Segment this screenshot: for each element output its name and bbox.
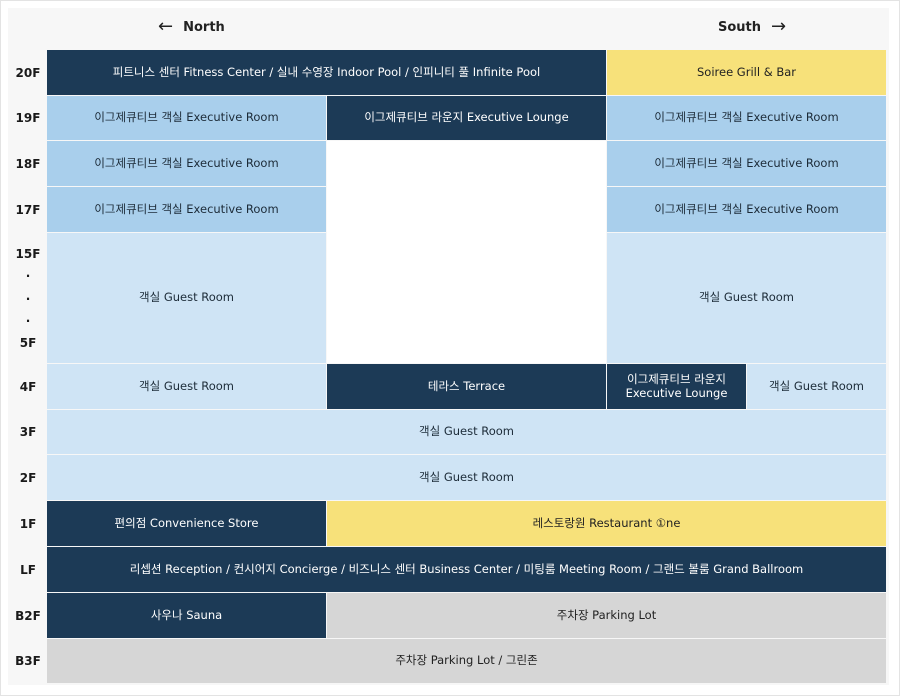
executive-lounge-label-en: Executive Lounge — [625, 385, 728, 400]
direction-north-label: North — [183, 19, 225, 35]
room-guest-3f[interactable]: 객실 Guest Room — [47, 410, 886, 454]
floor-label-3f: 3F — [19, 425, 37, 439]
direction-north: ← North — [158, 10, 225, 44]
floor-label-15f-5f: 15F · · · 5F — [8, 233, 48, 364]
room-executive-18f-north[interactable]: 이그제큐티브 객실 Executive Room — [47, 141, 326, 186]
room-guest-15-5f-north[interactable]: 객실 Guest Room — [47, 233, 326, 363]
floor-dot: · — [25, 313, 31, 328]
direction-south-label: South — [718, 19, 762, 35]
floor-label-lf: LF — [20, 562, 36, 577]
atrium-void — [327, 141, 606, 363]
floor-label-15f: 15F — [15, 247, 41, 261]
room-parking-b3f[interactable]: 주차장 Parking Lot / 그린존 — [47, 639, 886, 683]
room-guest-15-5f-south[interactable]: 객실 Guest Room — [607, 233, 886, 363]
room-lobby-facilities[interactable]: 리셉션 Reception / 컨시어지 Concierge / 비즈니스 센터… — [47, 547, 886, 592]
room-guest-4f-north[interactable]: 객실 Guest Room — [47, 364, 326, 409]
room-convenience-store[interactable]: 편의점 Convenience Store — [47, 501, 326, 546]
room-executive-19f-south[interactable]: 이그제큐티브 객실 Executive Room — [607, 96, 886, 140]
arrow-right-icon: → — [771, 16, 787, 37]
floor-label-2f: 2F — [19, 470, 37, 485]
floor-label-1f: 1F — [19, 516, 37, 531]
floor-label-19f: 19F — [15, 111, 41, 125]
floor-label-17f: 17F — [15, 202, 41, 217]
room-sauna[interactable]: 사우나 Sauna — [47, 593, 326, 638]
room-executive-17f-north[interactable]: 이그제큐티브 객실 Executive Room — [47, 187, 326, 232]
floor-label-5f: 5F — [19, 336, 37, 350]
direction-south: South → — [718, 10, 786, 44]
floor-label-4f: 4F — [19, 379, 37, 394]
floor-label-b3f: B3F — [15, 654, 41, 668]
floor-dot: · — [25, 291, 31, 306]
floor-label-20f: 20F — [15, 65, 41, 80]
room-executive-lounge-19f[interactable]: 이그제큐티브 라운지 Executive Lounge — [327, 96, 606, 140]
room-executive-18f-south[interactable]: 이그제큐티브 객실 Executive Room — [607, 141, 886, 186]
room-restaurant-one[interactable]: 레스토랑원 Restaurant ①ne — [327, 501, 886, 546]
room-guest-2f[interactable]: 객실 Guest Room — [47, 455, 886, 500]
room-executive-19f-north[interactable]: 이그제큐티브 객실 Executive Room — [47, 96, 326, 140]
room-parking-b2f[interactable]: 주차장 Parking Lot — [327, 593, 886, 638]
executive-lounge-label-ko: 이그제큐티브 라운지 — [627, 372, 726, 387]
room-terrace[interactable]: 테라스 Terrace — [327, 364, 606, 409]
room-guest-4f-south[interactable]: 객실 Guest Room — [747, 364, 886, 409]
room-executive-17f-south[interactable]: 이그제큐티브 객실 Executive Room — [607, 187, 886, 232]
floor-dot: · — [25, 269, 31, 284]
arrow-left-icon: ← — [158, 16, 174, 37]
room-executive-lounge-4f[interactable]: 이그제큐티브 라운지 Executive Lounge — [607, 364, 746, 409]
room-soiree-grill-bar[interactable]: Soiree Grill & Bar — [607, 50, 886, 95]
floor-label-b2f: B2F — [15, 608, 41, 623]
room-fitness-pool[interactable]: 피트니스 센터 Fitness Center / 실내 수영장 Indoor P… — [47, 50, 606, 95]
floor-label-18f: 18F — [15, 156, 41, 171]
